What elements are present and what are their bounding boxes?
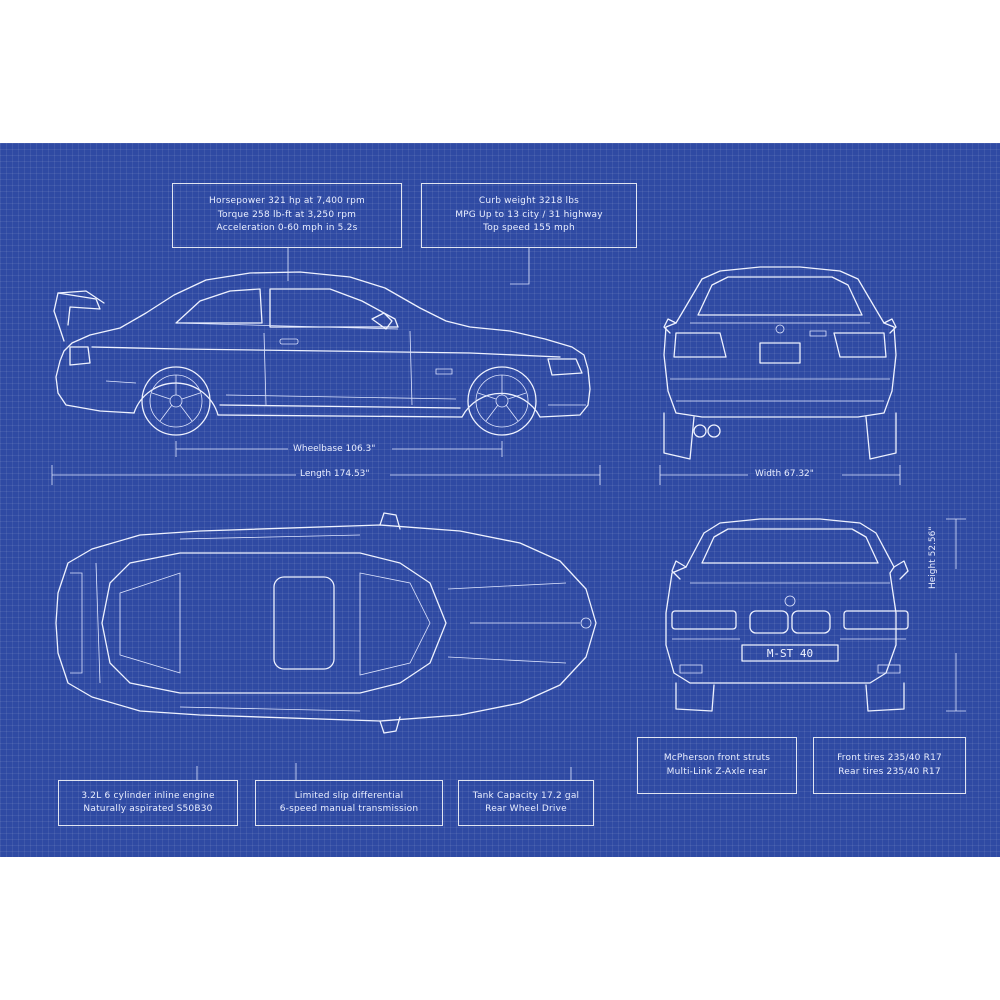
spec-top-speed: Top speed 155 mph	[483, 223, 575, 234]
spec-front-suspension: McPherson front struts	[663, 753, 771, 763]
wheelbase-label: Wheelbase 106.3"	[293, 444, 376, 454]
spec-box-fuel: Tank Capacity 17.2 gal Rear Wheel Drive	[458, 780, 594, 826]
spec-engine-code: Naturally aspirated S50B30	[83, 804, 213, 814]
spec-horsepower: Horsepower 321 hp at 7,400 rpm	[209, 196, 365, 207]
callout-lines	[197, 248, 571, 780]
spec-drive: Rear Wheel Drive	[485, 804, 567, 814]
height-dimension-line	[946, 519, 966, 711]
width-dimension-line	[660, 465, 900, 485]
spec-tank: Tank Capacity 17.2 gal	[472, 790, 580, 801]
spec-box-performance: Horsepower 321 hp at 7,400 rpm Torque 25…	[172, 183, 402, 248]
spec-box-drivetrain: Limited slip differential 6-speed manual…	[255, 780, 443, 826]
front-plate-text: M-ST 40	[767, 647, 813, 660]
spec-front-tires: Front tires 235/40 R17	[837, 753, 942, 763]
spec-engine-size: 3.2L 6 cylinder inline engine	[81, 790, 215, 801]
rear-view-car	[664, 267, 896, 459]
top-view-car	[56, 513, 596, 733]
spec-curb-weight: Curb weight 3218 lbs	[478, 196, 580, 207]
width-label: Width 67.32"	[755, 469, 814, 479]
front-view-car: M-ST 40	[666, 519, 908, 711]
spec-rear-tires: Rear tires 235/40 R17	[838, 766, 941, 777]
spec-box-engine: 3.2L 6 cylinder inline engine Naturally …	[58, 780, 238, 826]
front-wheel	[462, 367, 540, 435]
spec-rear-suspension: Multi-Link Z-Axle rear	[666, 766, 768, 777]
rear-wheel	[134, 367, 218, 435]
spec-mpg: MPG Up to 13 city / 31 highway	[455, 209, 603, 220]
spec-box-weight: Curb weight 3218 lbs MPG Up to 13 city /…	[421, 183, 637, 248]
spec-transmission: 6-speed manual transmission	[279, 804, 419, 814]
side-dimension-lines	[52, 441, 600, 485]
car-blueprint-drawing: M-ST 40	[0, 143, 1000, 857]
blueprint-sheet: Horsepower 321 hp at 7,400 rpm Torque 25…	[0, 143, 1000, 857]
spec-box-suspension: McPherson front struts Multi-Link Z-Axle…	[637, 737, 797, 794]
side-view-car	[54, 272, 590, 435]
spec-differential: Limited slip differential	[294, 790, 404, 801]
spec-box-tires: Front tires 235/40 R17 Rear tires 235/40…	[813, 737, 966, 794]
spec-torque: Torque 258 lb-ft at 3,250 rpm	[217, 209, 357, 220]
spec-acceleration: Acceleration 0-60 mph in 5.2s	[216, 223, 358, 234]
length-label: Length 174.53"	[300, 469, 370, 479]
